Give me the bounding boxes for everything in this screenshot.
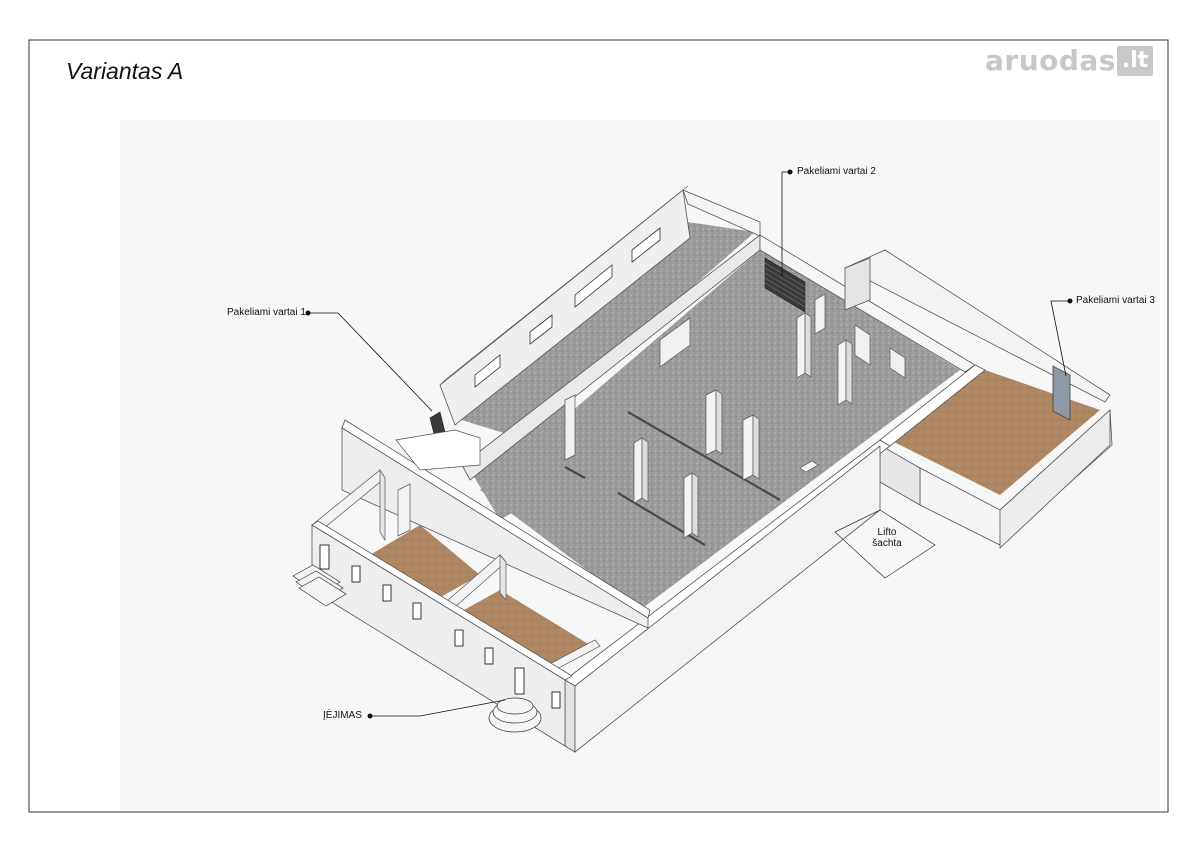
- side-stairs: [292, 564, 347, 607]
- facade-windows: [351, 565, 561, 709]
- label-lift-line-1: Lifto: [877, 527, 897, 538]
- column: [742, 414, 760, 481]
- office-hall-divider-face: [341, 427, 649, 629]
- hall-front-right-wall-face: [564, 679, 576, 753]
- right-wing-left-wall: [844, 257, 871, 311]
- lift-shaft-outline: [834, 509, 936, 579]
- column: [837, 339, 853, 406]
- column: [799, 460, 819, 473]
- hall-back-right-wall: [759, 234, 976, 373]
- gate-1-canopy: [395, 429, 481, 471]
- column: [633, 437, 649, 504]
- right-wing-end-face: [999, 409, 1111, 549]
- garage-left-back-wall-top: [439, 185, 689, 386]
- leader-lines: [308, 171, 1070, 717]
- office-room-2-floor: [455, 590, 590, 670]
- label-gate-1: Pakeliami vartai 1: [227, 307, 306, 318]
- hall-right-return-wall: [879, 364, 986, 447]
- columns: [633, 312, 853, 539]
- column: [683, 472, 699, 539]
- label-lift-line-2: šachta: [872, 538, 902, 549]
- brand-logo-text: aruodas: [985, 44, 1116, 77]
- column: [705, 389, 723, 456]
- column: [796, 312, 812, 379]
- office-walls: [311, 468, 601, 672]
- brand-logo-tld: .lt: [1117, 46, 1153, 76]
- page-title: Variantas A: [66, 58, 184, 84]
- facade-doors: [319, 544, 525, 695]
- sheet-border: [28, 39, 1169, 813]
- label-entrance: ĮĖJIMAS: [323, 710, 362, 721]
- garage-windows: [474, 227, 661, 388]
- garage-left-floor: [455, 222, 755, 438]
- right-wing-back-wall: [844, 249, 1111, 403]
- hall-partitions: [564, 293, 906, 461]
- floor-channels: [564, 411, 781, 546]
- label-lift-shaft: Lifto šachta: [862, 527, 912, 549]
- gate-3: [1052, 365, 1071, 421]
- label-gate-3: Pakeliami vartai 3: [1076, 295, 1155, 306]
- label-gate-2: Pakeliami vartai 2: [797, 166, 876, 177]
- right-wing-floor: [890, 370, 1100, 495]
- entrance-steps: [488, 697, 542, 733]
- leader-dots: [305, 169, 1073, 719]
- office-room-1-floor: [370, 525, 480, 603]
